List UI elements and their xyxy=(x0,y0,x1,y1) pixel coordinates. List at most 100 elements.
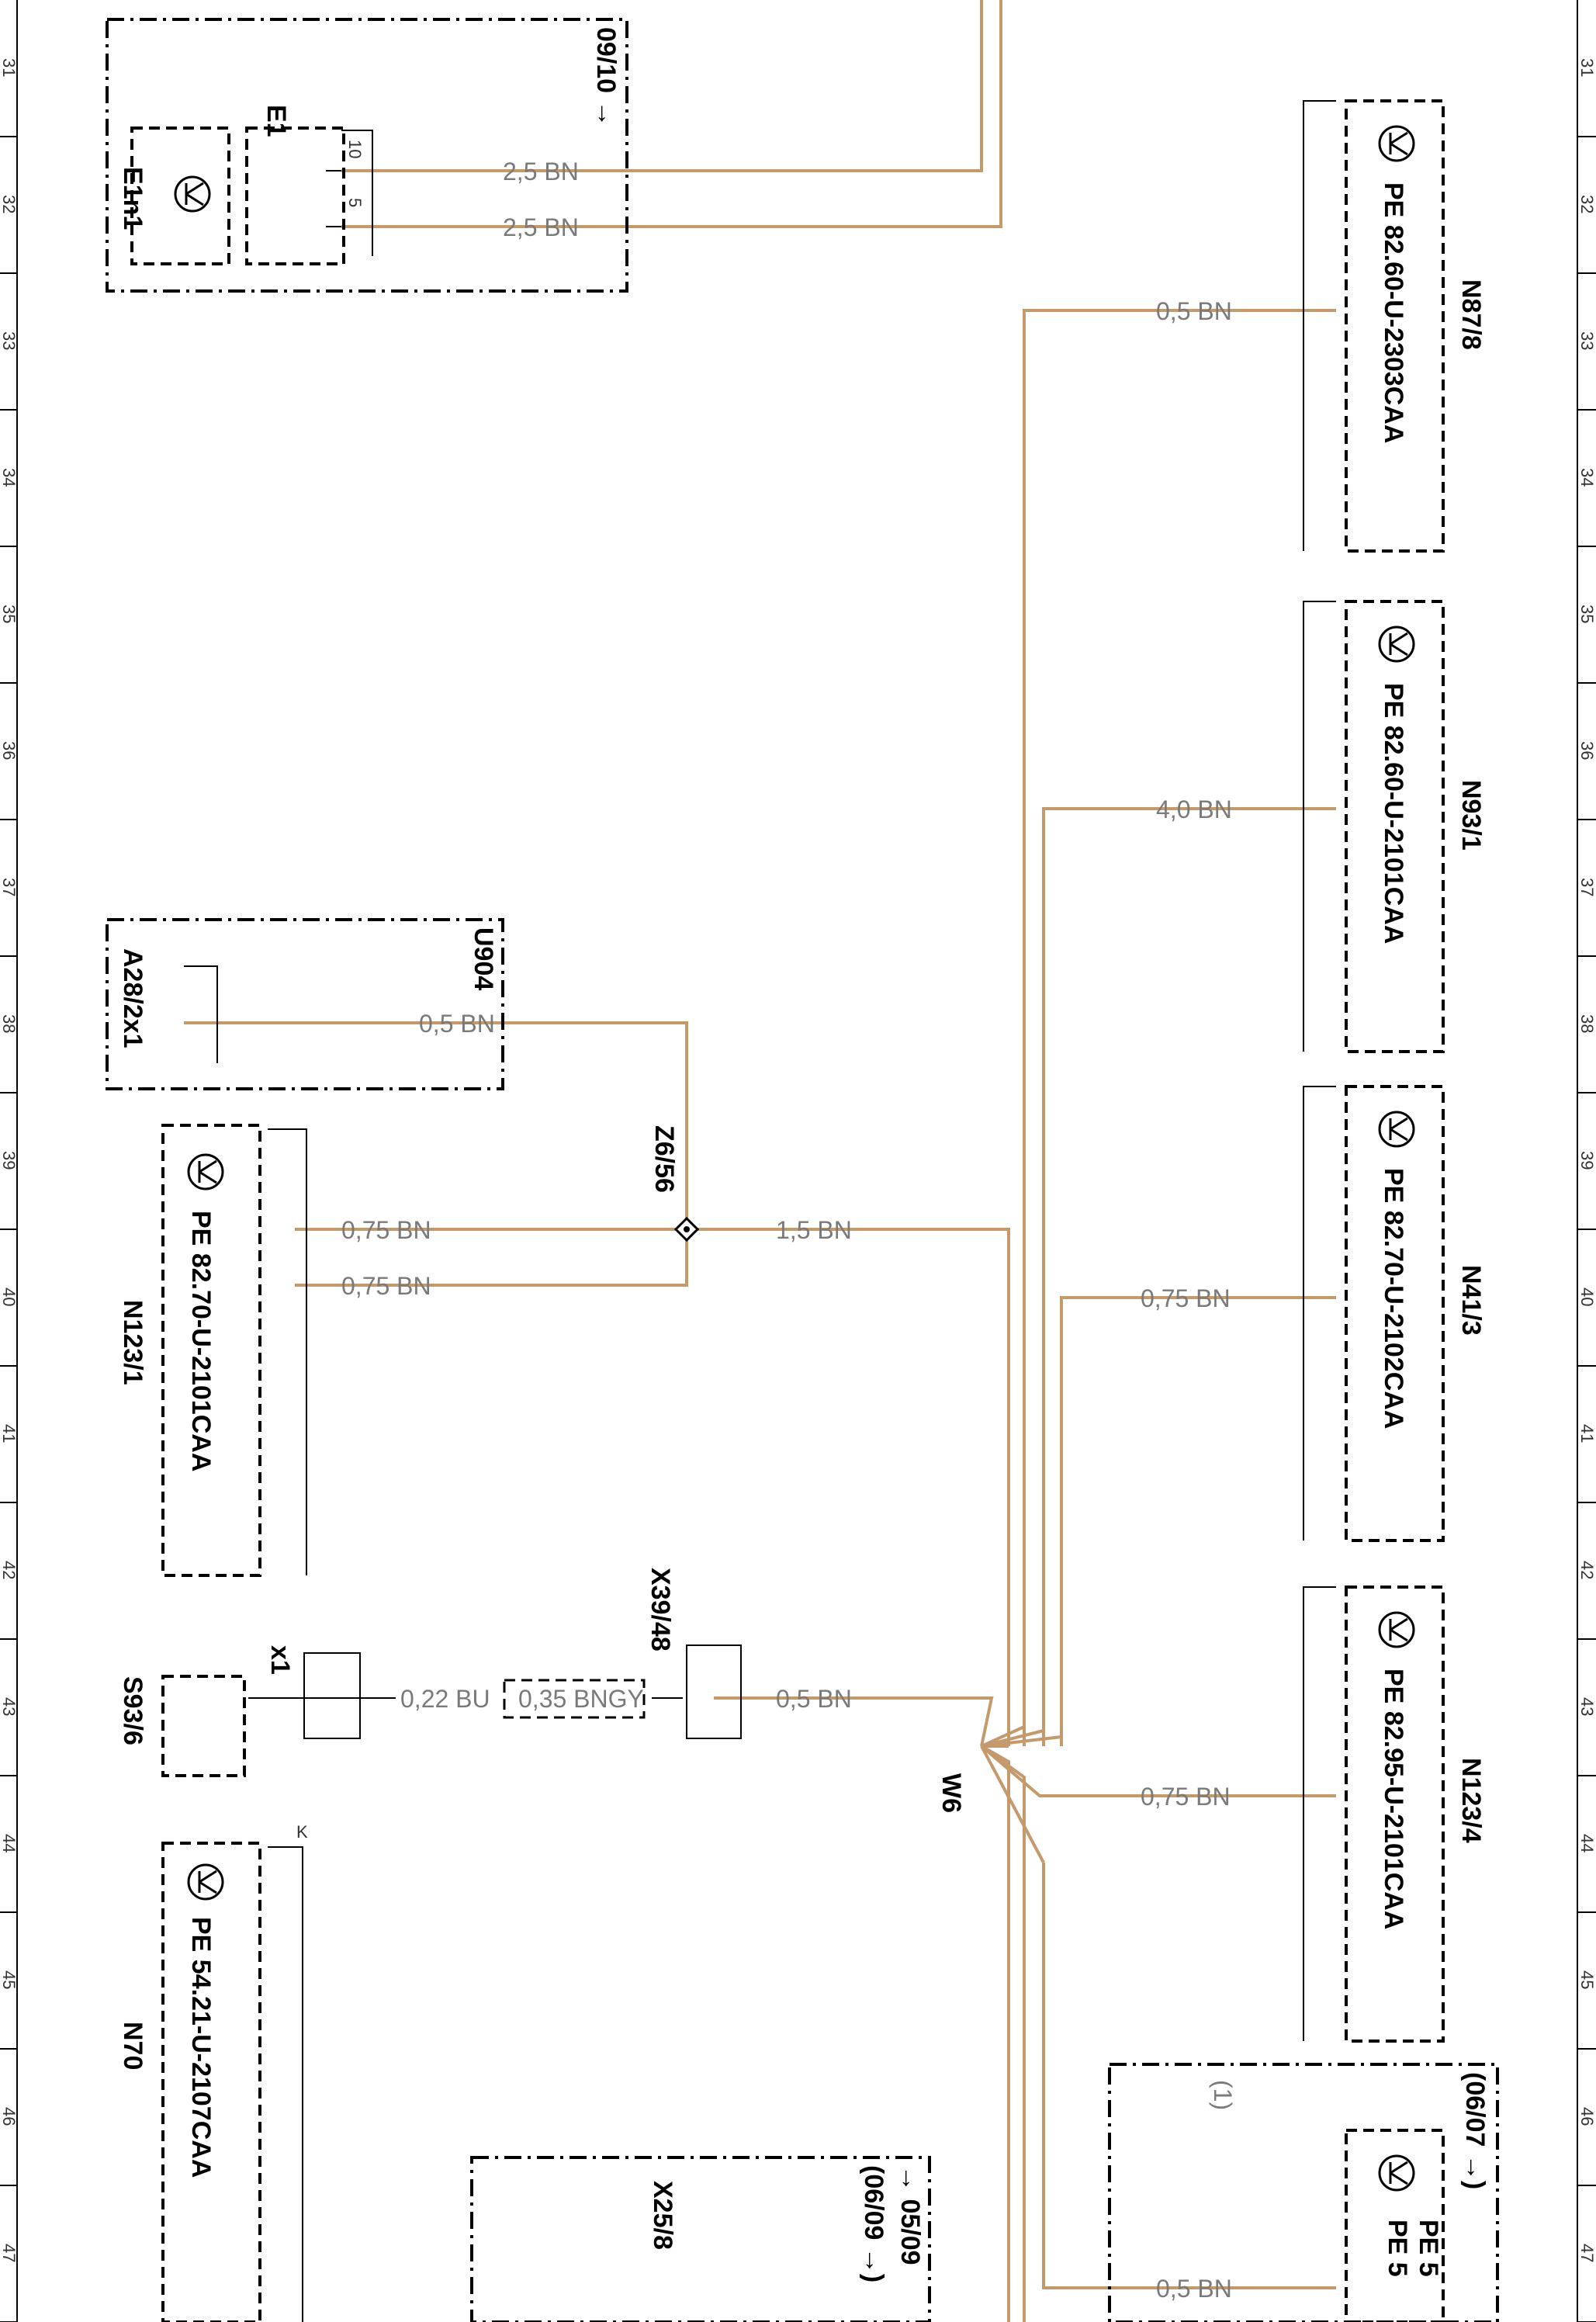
n87-8-code: PE 82.60-U-2303CAA xyxy=(1379,182,1408,443)
wire-label-n87: 0,5 BN xyxy=(1156,297,1232,325)
u904-connector xyxy=(184,965,218,1063)
e1-pin-10: 10 xyxy=(345,140,365,158)
u904-box xyxy=(106,918,504,1090)
n70-connector xyxy=(268,1846,303,2322)
ruler-label-left: 31 xyxy=(0,58,19,77)
n41-3-box xyxy=(1345,1085,1445,1542)
e1n1-label: E1n1 xyxy=(118,167,147,230)
e1-ref: 09/10 → xyxy=(591,27,621,127)
ruler-label-left: 34 xyxy=(0,468,19,487)
ruler-label-right: 32 xyxy=(1577,195,1596,213)
x25-8-label: X25/8 xyxy=(648,2181,677,2250)
e1-pin-5: 5 xyxy=(345,198,365,207)
ruler-label-left: 37 xyxy=(0,878,19,896)
u904-label: U904 xyxy=(469,927,498,990)
ruler-label-right: 41 xyxy=(1577,1424,1596,1443)
n123-4-box xyxy=(1345,1586,1445,2043)
e1-connector xyxy=(326,130,373,256)
x39-48-label: X39/48 xyxy=(646,1568,675,1651)
n93-1-code: PE 82.60-U-2101CAA xyxy=(1379,683,1408,944)
wire-label-e1-a: 2,5 BN xyxy=(503,158,579,185)
e1-label: E1 xyxy=(261,105,291,137)
ruler-label-left: 45 xyxy=(0,1970,19,1989)
x25-8-ref2: (06/09 →) xyxy=(859,2165,888,2282)
transistor-icon xyxy=(1378,1611,1415,1648)
ruler-label-left: 33 xyxy=(0,331,19,350)
transistor-icon xyxy=(1378,1111,1415,1148)
ruler-label-right: 47 xyxy=(1577,2244,1596,2262)
ruler-label-right: 38 xyxy=(1577,1014,1596,1033)
ruler-label-right: 36 xyxy=(1577,741,1596,760)
ruler-label-right: 39 xyxy=(1577,1151,1596,1170)
bottom-right-inner xyxy=(1345,2129,1445,2322)
n41-3-connector xyxy=(1303,1086,1336,1540)
n93-1-connector xyxy=(1303,601,1336,1052)
ruler-label-left: 38 xyxy=(0,1014,19,1033)
transistor-icon xyxy=(1378,2154,1415,2192)
x25-8-box xyxy=(470,2156,931,2322)
ruler-label-right: 43 xyxy=(1577,1697,1596,1716)
ruler-label-left: 42 xyxy=(0,1561,19,1579)
ruler-label-right: 40 xyxy=(1577,1287,1596,1306)
bottom-right-ref: (06/07 →) xyxy=(1460,2072,1490,2189)
transistor-icon xyxy=(187,1863,224,1901)
transistor-icon xyxy=(174,175,211,213)
ruler-label-left: 40 xyxy=(0,1287,19,1306)
ruler-label-right: 44 xyxy=(1577,1834,1596,1852)
x1-connector xyxy=(303,1652,361,1739)
n41-3-code: PE 82.70-U-2102CAA xyxy=(1379,1168,1408,1429)
wire-label-n123-a: 0,75 BN xyxy=(341,1216,431,1244)
wire-label-bottom: 0,5 BN xyxy=(1156,2275,1232,2303)
transistor-icon xyxy=(1378,626,1415,663)
ruler-label-right: 37 xyxy=(1577,878,1596,896)
w6-label: W6 xyxy=(936,1773,966,1813)
ruler-label-right: 42 xyxy=(1577,1561,1596,1579)
ruler-label-left: 41 xyxy=(0,1424,19,1443)
x1-label: x1 xyxy=(265,1645,295,1675)
n93-1-label: N93/1 xyxy=(1456,780,1486,851)
n123-4-code: PE 82.95-U-2101CAA xyxy=(1379,1669,1408,1929)
transistor-icon xyxy=(1378,125,1415,162)
ruler-label-right: 33 xyxy=(1577,331,1596,350)
left-ruler xyxy=(16,0,1578,2322)
n70-corner: K xyxy=(296,1822,308,1842)
wire-label-x39-a: 0,22 BU xyxy=(400,1685,490,1713)
n41-3-label: N41/3 xyxy=(1456,1265,1486,1336)
ruler-label-right: 31 xyxy=(1577,58,1596,77)
wire-label-n123-b: 0,75 BN xyxy=(341,1272,431,1300)
z6-56-label: Z6/56 xyxy=(649,1125,679,1193)
n123-4-label: N123/4 xyxy=(1456,1758,1486,1843)
n87-8-connector xyxy=(1303,100,1336,551)
u904-sub-label: A28/2x1 xyxy=(118,948,147,1048)
n123-1-code: PE 82.70-U-2101CAA xyxy=(186,1211,216,1471)
ruler-label-left: 47 xyxy=(0,2244,19,2262)
e1-inner xyxy=(130,126,345,265)
ruler-label-left: 35 xyxy=(0,605,19,623)
n70-code: PE 54.21-U-2107CAA xyxy=(186,1917,216,2178)
ruler-label-left: 43 xyxy=(0,1697,19,1716)
x39-48-connector xyxy=(686,1644,742,1739)
s93-6-label: S93/6 xyxy=(118,1676,147,1745)
e1-box xyxy=(106,18,628,293)
bottom-right-code2: PE 5 xyxy=(1383,2220,1412,2277)
n70-box xyxy=(161,1842,261,2322)
s93-6-box xyxy=(161,1675,246,1777)
n87-8-label: N87/8 xyxy=(1456,279,1486,350)
ruler-label-left: 44 xyxy=(0,1834,19,1852)
wire-label-n123-4: 0,75 BN xyxy=(1141,1783,1231,1811)
x39-mid-box xyxy=(503,1679,646,1719)
x25-8-ref1: → 05/09 xyxy=(895,2165,925,2265)
wire-label-x39-out: 0,5 BN xyxy=(776,1685,852,1713)
n123-1-connector xyxy=(268,1128,307,1575)
bottom-right-alt1: (1) xyxy=(1209,2080,1237,2110)
ruler-label-right: 34 xyxy=(1577,468,1596,487)
ruler-label-left: 36 xyxy=(0,741,19,760)
wire-label-n93: 4,0 BN xyxy=(1156,795,1232,823)
ruler-label-right: 45 xyxy=(1577,1970,1596,1989)
wire-label-e1-b: 2,5 BN xyxy=(503,213,579,241)
ruler-label-left: 46 xyxy=(0,2107,19,2126)
wire-label-u904: 0,5 BN xyxy=(419,1010,495,1038)
n123-1-label: N123/1 xyxy=(118,1300,147,1385)
